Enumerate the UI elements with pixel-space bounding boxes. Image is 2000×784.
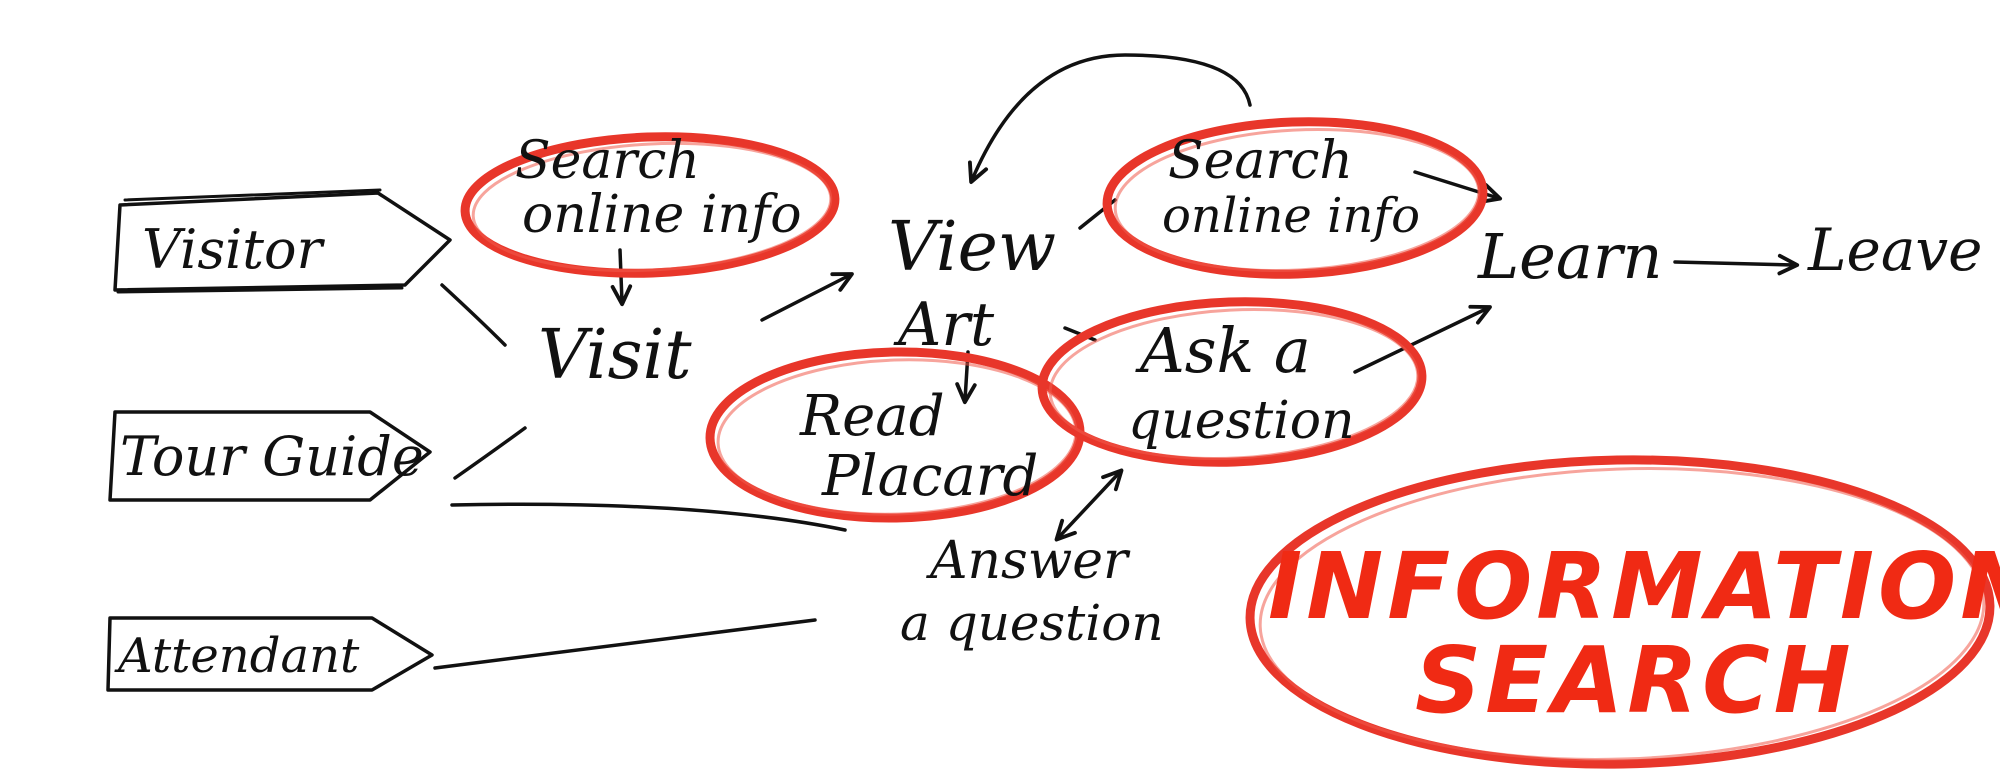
highlight-ring-search-1 xyxy=(460,132,840,278)
node-ask-question-line1: Ask a xyxy=(1135,314,1311,387)
node-leave: Leave xyxy=(1807,216,1983,284)
lane-attendant-shape xyxy=(106,616,434,692)
arrow-answer-ask-bidirectional xyxy=(1054,468,1124,542)
node-search-online-info-1-line1: Search xyxy=(515,131,700,191)
highlight-ring-search-2 xyxy=(1102,117,1488,279)
node-search-online-info-1-line2: online info xyxy=(522,185,802,245)
arrow-learn-to-leave xyxy=(1673,253,1800,276)
lane-tour-guide: Tour Guide xyxy=(108,410,432,502)
node-view-art-line1: View xyxy=(888,208,1056,287)
node-read-placard-line2: Placard xyxy=(821,444,1038,509)
lane-visitor-label: Visitor xyxy=(142,218,326,281)
node-ask-question-line2: question xyxy=(1128,391,1355,451)
lane-tour-guide-label: Tour Guide xyxy=(120,425,424,488)
highlight-ring-ask-question xyxy=(1037,297,1427,467)
arrow-ask-to-learn xyxy=(1353,304,1492,374)
connector-tourguide-to-answer xyxy=(450,502,847,532)
highlight-title-line2: SEARCH xyxy=(1415,627,1855,734)
node-answer-question-line1: Answer xyxy=(926,531,1131,591)
node-visit: Visit xyxy=(538,316,692,395)
node-learn: Learn xyxy=(1477,220,1662,293)
node-view-art-line2: Art xyxy=(893,290,995,360)
lane-visitor-shape-overstroke xyxy=(116,188,404,294)
node-search-online-info-2-line1: Search xyxy=(1168,131,1353,191)
node-read-placard-line1: Read xyxy=(799,384,945,449)
lane-visitor: Visitor xyxy=(113,188,452,294)
node-search-online-info-2-line2: online info xyxy=(1162,188,1420,244)
arrow-search-2-loop-to-view xyxy=(967,53,1252,184)
lane-tour-guide-shape xyxy=(108,410,432,502)
connector-attendant-to-answer xyxy=(433,618,817,670)
connector-visitor-to-visit xyxy=(440,283,507,347)
highlight-title-line1: INFORMATION xyxy=(1268,533,2000,640)
lane-attendant-label: Attendant xyxy=(114,628,360,684)
node-answer-question-line2: a question xyxy=(900,594,1164,652)
arrow-visit-to-view xyxy=(760,272,854,322)
highlight-ring-title xyxy=(1245,455,1995,769)
lane-attendant: Attendant xyxy=(106,616,434,692)
connector-tourguide-to-visit xyxy=(453,426,527,480)
lane-visitor-shape xyxy=(113,191,452,292)
